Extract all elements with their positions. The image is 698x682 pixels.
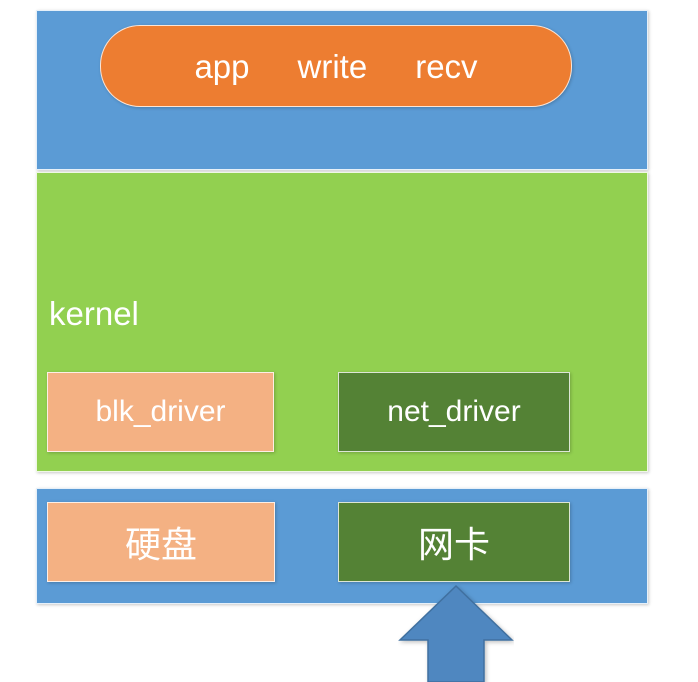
hard-disk-box[interactable]: 硬盘 (47, 502, 275, 582)
hard-disk-label: 硬盘 (124, 524, 197, 565)
net-driver-label: net_driver (387, 395, 521, 428)
blk-driver-label: blk_driver (95, 395, 226, 428)
recv-label: recv (415, 47, 478, 85)
write-label: write (297, 47, 368, 85)
blk-driver-box[interactable]: blk_driver (47, 372, 274, 452)
network-card-label: 网卡 (417, 524, 490, 565)
kernel-label: kernel (49, 295, 139, 332)
incoming-packet-arrow-icon (398, 584, 514, 682)
app-label: app (194, 47, 250, 85)
net-driver-box[interactable]: net_driver (338, 372, 570, 452)
app-pill[interactable]: app write recv (100, 25, 572, 107)
network-card-box[interactable]: 网卡 (338, 502, 570, 582)
